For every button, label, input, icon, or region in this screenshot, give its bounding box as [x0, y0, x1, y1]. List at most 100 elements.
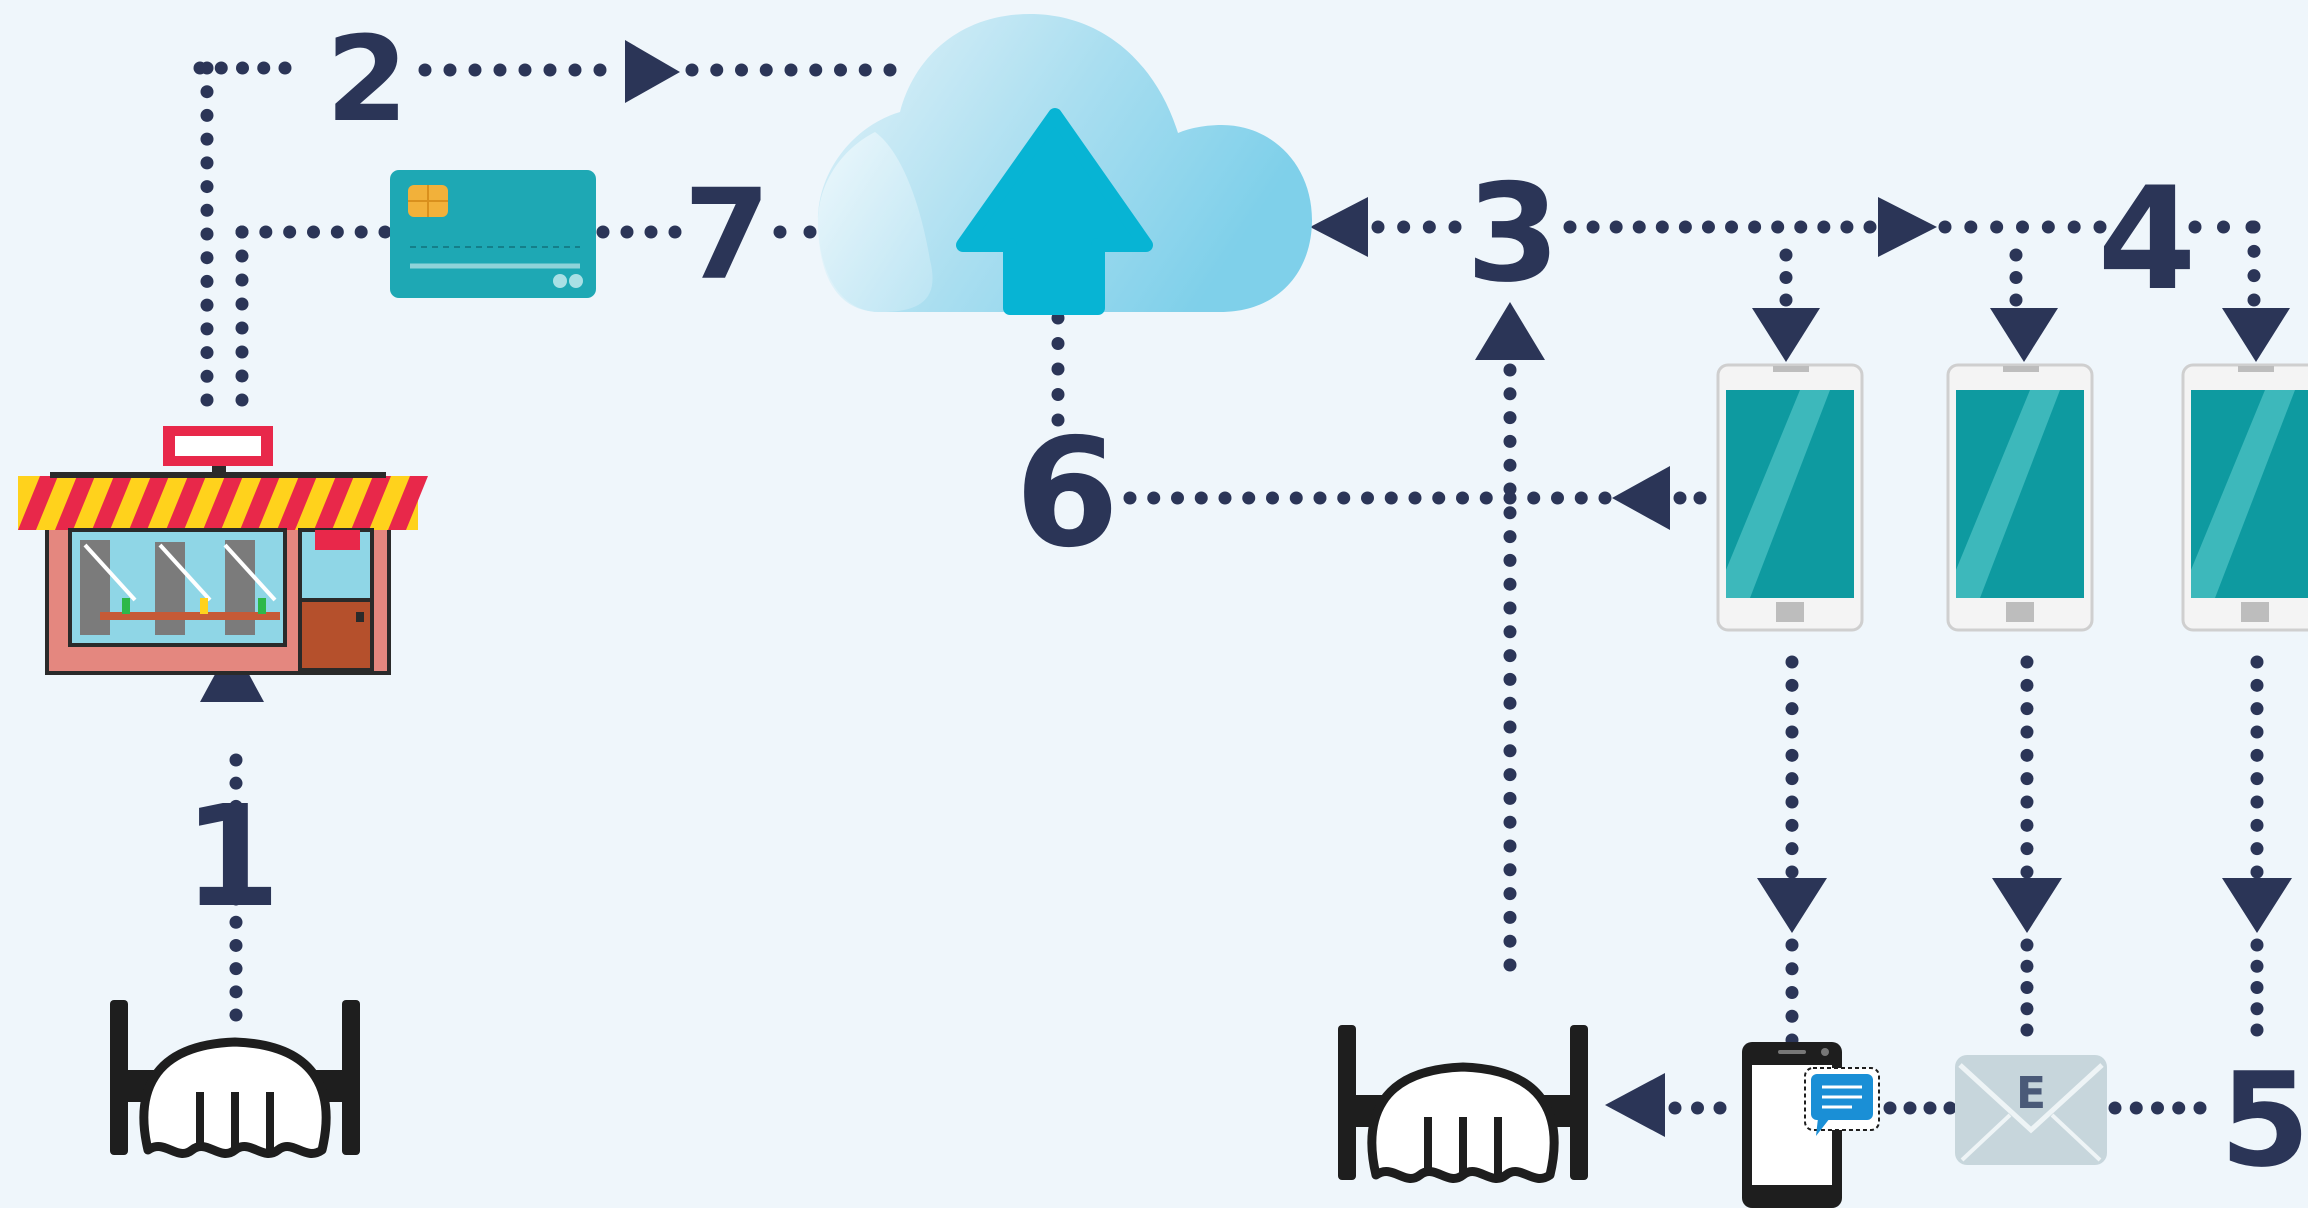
- arrowhead-right-step3: [1878, 197, 1937, 257]
- awning-stripe: [203, 476, 243, 530]
- connector-dot: [200, 156, 214, 170]
- connector-dot: [803, 225, 817, 239]
- connector-dot: [229, 892, 243, 906]
- connector-dot: [809, 63, 823, 77]
- connector-dot: [568, 63, 582, 77]
- connector-dot: [307, 225, 320, 239]
- connector-dot: [1840, 220, 1854, 234]
- connector-dot: [1527, 491, 1541, 505]
- connector-dot: [2250, 795, 2264, 809]
- awning-stripe: [277, 476, 317, 530]
- connector-dot: [1725, 220, 1739, 234]
- connector-dot: [2020, 938, 2034, 952]
- connector-dot: [1503, 958, 1517, 972]
- connector-phone2-down: [2020, 655, 2034, 879]
- connector-dot: [1817, 220, 1831, 234]
- connector-step3-right: [1563, 220, 1877, 234]
- connector-dot: [2020, 655, 2034, 669]
- connector-dot: [1785, 795, 1799, 809]
- connector-dot: [2016, 220, 2029, 234]
- awning: [18, 472, 428, 530]
- connector-dot: [235, 369, 249, 383]
- connector-dot: [1337, 491, 1351, 505]
- connector-dot: [1422, 220, 1436, 234]
- connector-dot: [2020, 795, 2034, 809]
- connector-dot: [2020, 1023, 2034, 1037]
- connector-dot: [2250, 702, 2264, 716]
- step-3-label: 3: [1466, 155, 1560, 312]
- awning-stripe: [351, 476, 391, 530]
- dotted-connectors: [193, 61, 2264, 1115]
- connector-dot: [1779, 293, 1793, 307]
- connector-step1-up: [229, 753, 243, 1022]
- step-2-label: 2: [326, 10, 408, 148]
- connector-dot: [1408, 491, 1422, 505]
- connector-email-up: [2020, 938, 2034, 1037]
- connector-dot: [1923, 1101, 1937, 1115]
- connector-dot: [883, 63, 897, 77]
- arrowhead-down-email: [1992, 878, 2062, 933]
- connector-dot: [2250, 865, 2264, 879]
- awning-stripe: [314, 476, 354, 530]
- connector-dot: [200, 298, 214, 312]
- cloud-highlight: [818, 132, 933, 312]
- connector-dot: [1785, 702, 1799, 716]
- connector-dot: [2247, 293, 2261, 307]
- connector-dot: [2108, 1101, 2122, 1115]
- upload-arrow-icon: [956, 108, 1153, 315]
- connector-dot: [1503, 434, 1517, 448]
- connector-dot: [200, 251, 214, 265]
- connector-dot: [1678, 220, 1692, 234]
- connector-dot: [2250, 1023, 2264, 1037]
- connector-dot: [2250, 655, 2264, 669]
- arrowhead-left-cloud: [1310, 197, 1368, 257]
- connector-dot: [378, 225, 392, 239]
- connector-dot: [236, 61, 249, 75]
- connector-dot: [1863, 220, 1877, 234]
- connector-dot: [2250, 842, 2264, 856]
- connector-dot: [1701, 220, 1715, 234]
- connector-dot: [784, 63, 798, 77]
- connector-dot: [1503, 530, 1517, 544]
- connector-step6-line: [1123, 491, 1612, 505]
- connector-dot: [2009, 248, 2023, 262]
- connector-dot: [1503, 696, 1517, 710]
- sms-phone-icon: [1742, 1042, 1880, 1208]
- connector-dot: [1785, 655, 1799, 669]
- connector-dot: [1503, 482, 1517, 496]
- connector-dot: [1456, 491, 1469, 505]
- connector-dot: [1289, 491, 1303, 505]
- connector-dot: [1266, 491, 1279, 505]
- connector-dot: [443, 63, 457, 77]
- step-numbers: 1 2 3 4 5 6 7: [183, 10, 2308, 1196]
- connector-step7-cloud: [773, 225, 817, 239]
- connector-dot: [1609, 220, 1623, 234]
- connector-dot: [1748, 220, 1762, 234]
- connector-dot: [235, 345, 249, 359]
- connector-step2-right-a: [418, 63, 607, 77]
- connector-phone1-down-top: [1779, 248, 1793, 307]
- connector-dot: [2250, 959, 2264, 973]
- connector-dot: [229, 962, 243, 976]
- awning-stripe: [92, 476, 132, 530]
- connector-dot: [229, 1008, 243, 1022]
- connector-dot: [1051, 362, 1065, 376]
- connector-dot: [1147, 491, 1161, 505]
- awning-stripe: [55, 476, 95, 530]
- connector-dot: [1503, 649, 1517, 663]
- arrowhead-down-phone2: [1990, 308, 2058, 362]
- connector-dot: [2129, 1101, 2143, 1115]
- arrowhead-down-right: [2222, 878, 2292, 933]
- step-4-label: 4: [2098, 157, 2197, 322]
- smartphone-icon: [1946, 363, 2094, 632]
- connector-dot: [1503, 934, 1517, 948]
- connector-dot: [1503, 553, 1517, 567]
- connector-dot: [2020, 1002, 2034, 1016]
- connector-dot: [200, 180, 214, 194]
- dining-table-icon: [110, 1000, 360, 1158]
- connector-dot: [214, 61, 228, 75]
- connector-dot: [2020, 725, 2034, 739]
- connector-dot: [200, 132, 214, 146]
- connector-dot: [1883, 1101, 1897, 1115]
- connector-step3-step4: [1938, 220, 2107, 234]
